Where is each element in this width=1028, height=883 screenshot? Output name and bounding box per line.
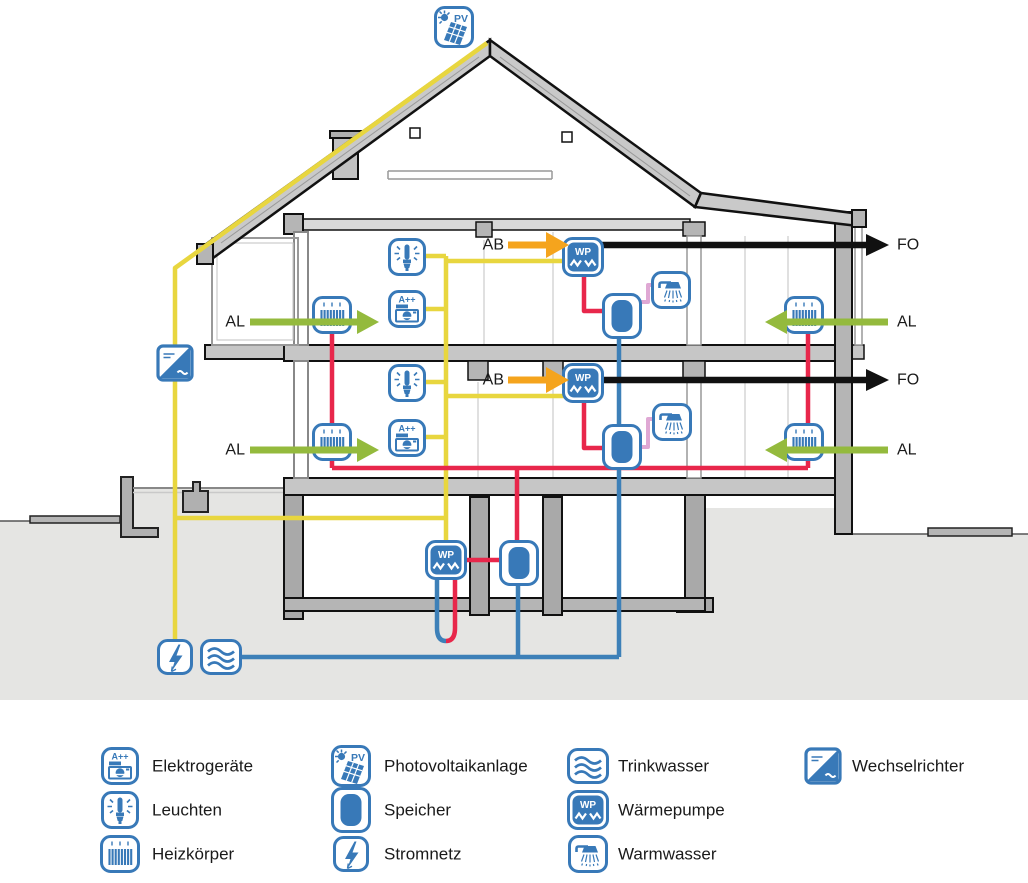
geothermal-return <box>445 578 458 644</box>
left-window-frame <box>293 360 309 479</box>
legend-photovoltaic-icon <box>331 745 371 787</box>
basement-pillar <box>542 496 563 616</box>
appliance-icon-top-floor <box>388 290 426 328</box>
right-ground-ledge <box>927 527 1013 537</box>
collar-tie <box>387 170 553 180</box>
device-feed-lines <box>426 253 566 440</box>
legend-item-label: Stromnetz <box>384 845 461 864</box>
legend-item-label: Heizkörper <box>152 845 235 864</box>
exhaust-outlet-lines <box>600 234 889 391</box>
legend-item-label: Photovoltaikanlage <box>384 757 528 776</box>
pv-to-grid-line <box>172 41 489 639</box>
interior-frames <box>477 232 789 477</box>
storage-tank-icon-top-floor <box>602 293 642 339</box>
legend-item-label: Warmwasser <box>618 845 717 864</box>
basement-interior <box>303 497 685 598</box>
warm-water-icon-mid-floor <box>652 403 692 441</box>
photovoltaic-icon <box>434 6 474 48</box>
flow-labels: AL AL AL AL AB AB FO FO <box>225 237 919 459</box>
radiator-icon-top-right <box>784 296 824 334</box>
exhaust-air-label: AB <box>483 372 504 389</box>
attic-floor <box>298 218 691 231</box>
outside-air-label: AL <box>225 314 245 331</box>
heat-pump-icon-basement <box>425 540 467 580</box>
electricity-lines <box>172 41 566 639</box>
exhaust-air-label: AB <box>483 237 504 254</box>
basement-wall-right <box>684 478 706 606</box>
roof-extension <box>693 191 862 228</box>
balcony-slab <box>204 344 285 360</box>
tank-to-shower-line <box>640 283 652 304</box>
outside-air-arrows <box>250 310 888 462</box>
upper-floor-slab <box>283 344 853 362</box>
heat-pump-icon-mid-floor <box>562 363 604 403</box>
legend-storage-tank-icon <box>331 787 371 833</box>
lights-icon-top-floor <box>388 238 426 276</box>
storage-tank-icon-basement <box>499 540 539 586</box>
legend-inverter-icon <box>804 747 842 785</box>
exhaust-air-arrows <box>508 232 569 393</box>
outside-air-label: AL <box>897 314 917 331</box>
retaining-wall <box>120 476 159 538</box>
legend-warm-water-icon <box>568 835 608 873</box>
legend-item-label: Wechselrichter <box>852 757 964 776</box>
ground-floor-slab <box>283 477 853 496</box>
heat-pump-icon-top-floor <box>562 237 604 277</box>
tank-to-shower-line <box>640 417 653 449</box>
legend-appliance-icon <box>101 747 139 785</box>
left-balcony <box>211 237 299 346</box>
warm-water-lines <box>640 283 653 449</box>
radiator-icon-mid-left <box>312 423 352 461</box>
exhaust-outlet-label: FO <box>897 237 919 254</box>
legend: Elektrogeräte Leuchten Heizkörper Photov… <box>100 745 964 873</box>
legend-item-label: Elektrogeräte <box>152 757 253 776</box>
drinking-water-icon <box>200 639 242 675</box>
radiator-icon-mid-right <box>784 423 824 461</box>
heating-lines <box>329 275 811 644</box>
geothermal-supply <box>434 578 447 644</box>
right-balcony-railing <box>854 220 863 346</box>
drinking-water-lines <box>240 338 622 660</box>
legend-heat-pump-icon <box>567 790 609 830</box>
left-ground-ledge <box>29 515 121 524</box>
exhaust-arrowhead <box>866 234 889 256</box>
appliance-icon-mid-floor <box>388 419 426 457</box>
outside-air-label: AL <box>225 442 245 459</box>
legend-radiator-icon <box>100 835 140 873</box>
left-window-frame <box>293 231 309 346</box>
exhaust-outlet-label: FO <box>897 372 919 389</box>
exhaust-arrowhead <box>866 369 889 391</box>
legend-item-label: Speicher <box>384 801 451 820</box>
storage-tank-icon-mid-floor <box>602 424 642 470</box>
legend-item-label: Leuchten <box>152 801 222 820</box>
outside-air-label: AL <box>897 442 917 459</box>
right-exterior-wall <box>834 211 853 535</box>
roof-right-slope <box>488 37 703 209</box>
wp-to-tank-line <box>581 275 604 314</box>
basement-floor <box>283 597 706 612</box>
legend-item-label: Trinkwasser <box>618 757 709 776</box>
power-grid-icon <box>157 639 193 675</box>
basement-pillar <box>469 496 490 616</box>
wp-to-tank-line <box>581 400 604 451</box>
warm-water-icon-top-floor <box>651 271 691 309</box>
radiator-icon-top-left <box>312 296 352 334</box>
legend-drinking-water-icon <box>567 748 609 784</box>
legend-item-label: Wärmepumpe <box>618 801 725 820</box>
inverter-icon <box>156 344 194 382</box>
legend-power-grid-icon <box>333 836 369 872</box>
legend-lights-icon <box>101 791 139 829</box>
terrace-step <box>182 481 209 513</box>
lights-icon-mid-floor <box>388 364 426 402</box>
